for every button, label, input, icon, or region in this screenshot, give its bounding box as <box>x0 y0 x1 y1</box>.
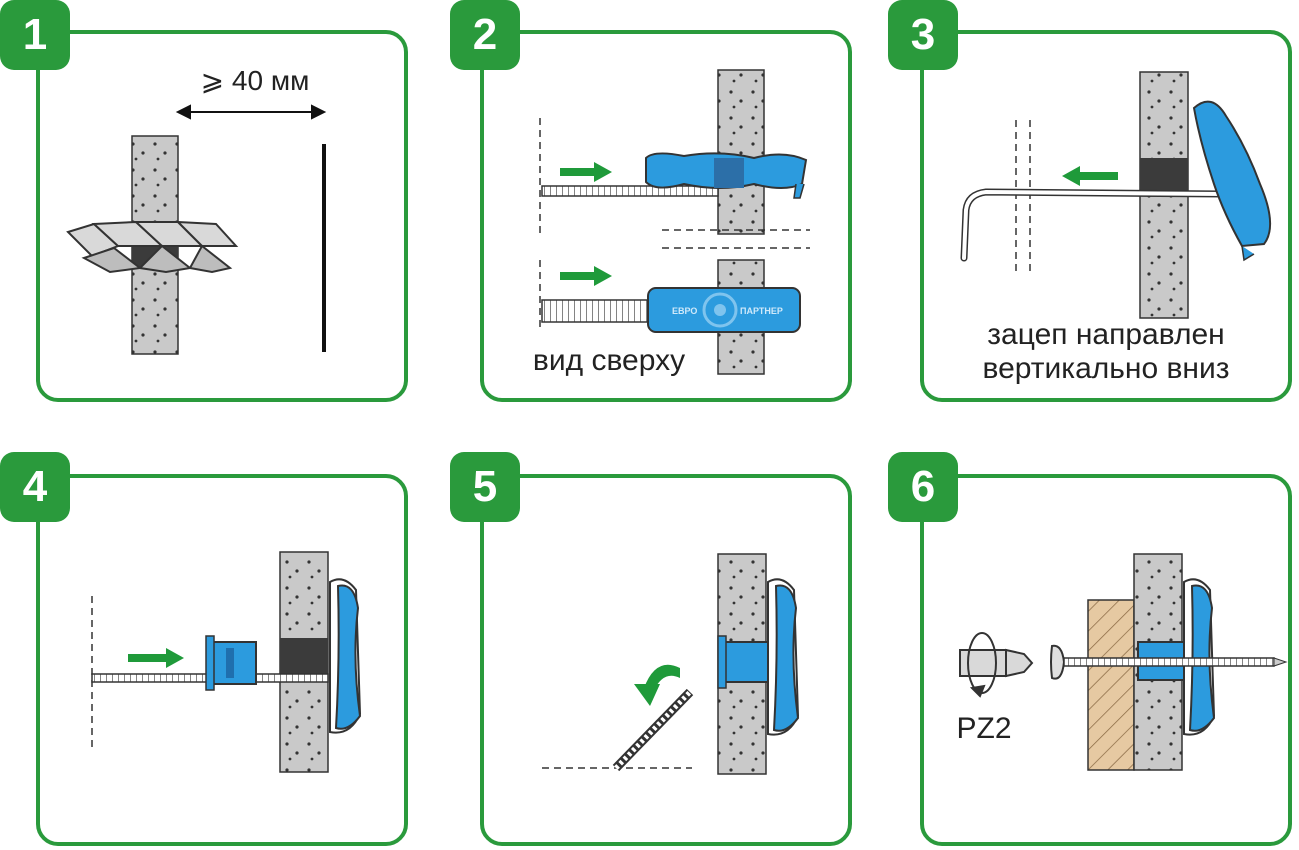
hook-caption-line-2: вертикально вниз <box>982 352 1230 385</box>
step-1-illustration <box>66 104 327 355</box>
drilled-hole <box>280 638 328 678</box>
dimension-label: ⩾ 40 мм <box>200 65 310 96</box>
arrow-right-icon <box>560 162 612 182</box>
rod-icon <box>612 688 694 772</box>
arrow-left-icon <box>1062 166 1118 186</box>
step-3-panel: зацеп направлен вертикально вниз <box>920 30 1292 402</box>
top-view-caption: вид сверху <box>532 344 686 377</box>
drill-bit-icon <box>66 220 239 274</box>
rod-icon-top-view <box>541 299 653 323</box>
step-6-illustration <box>959 553 1288 771</box>
step-2-illustration: ЕВРО ПАРТНЕР <box>539 69 810 375</box>
step-6-panel: PZ2 <box>920 474 1292 846</box>
anchor-icon <box>1183 578 1216 736</box>
dimension-arrow <box>175 104 327 120</box>
step-2-badge: 2 <box>450 0 520 70</box>
sleeve-icon <box>205 635 257 691</box>
rod-icon <box>541 185 719 197</box>
rotate-arrow-icon <box>967 632 997 698</box>
anchor-icon <box>767 578 800 736</box>
anchor-icon-top-view: ЕВРО ПАРТНЕР <box>647 287 801 333</box>
screw-icon <box>1050 644 1288 680</box>
arrow-right-icon-top <box>560 266 612 286</box>
step-3-illustration <box>960 71 1272 319</box>
rotate-arrow-icon <box>634 664 680 706</box>
step-1-panel: ⩾ 40 мм <box>36 30 408 402</box>
step-1-badge: 1 <box>0 0 70 70</box>
hook-caption-line-1: зацеп направлен <box>987 318 1225 351</box>
step-5-panel <box>480 474 852 846</box>
brand-text-left: ЕВРО <box>672 306 697 316</box>
step-5-badge: 5 <box>450 452 520 522</box>
step-2-panel: ЕВРО ПАРТНЕР вид сверху <box>480 30 852 402</box>
bit-label: PZ2 <box>956 712 1012 745</box>
step-6-badge: 6 <box>888 452 958 522</box>
drilled-hole <box>1140 158 1188 196</box>
sleeve-icon <box>717 635 769 689</box>
step-5-illustration <box>542 553 800 775</box>
anchor-icon <box>1192 100 1272 262</box>
wall-section <box>717 69 765 235</box>
anchor-icon <box>645 152 808 199</box>
step-4-illustration <box>91 551 362 773</box>
step-3-badge: 3 <box>888 0 958 70</box>
anchor-icon <box>329 578 362 734</box>
step-4-panel <box>36 474 408 846</box>
step-4-badge: 4 <box>0 452 70 522</box>
arrow-right-icon <box>128 648 184 668</box>
brand-text-right: ПАРТНЕР <box>740 306 783 316</box>
wood-panel <box>1087 599 1135 771</box>
